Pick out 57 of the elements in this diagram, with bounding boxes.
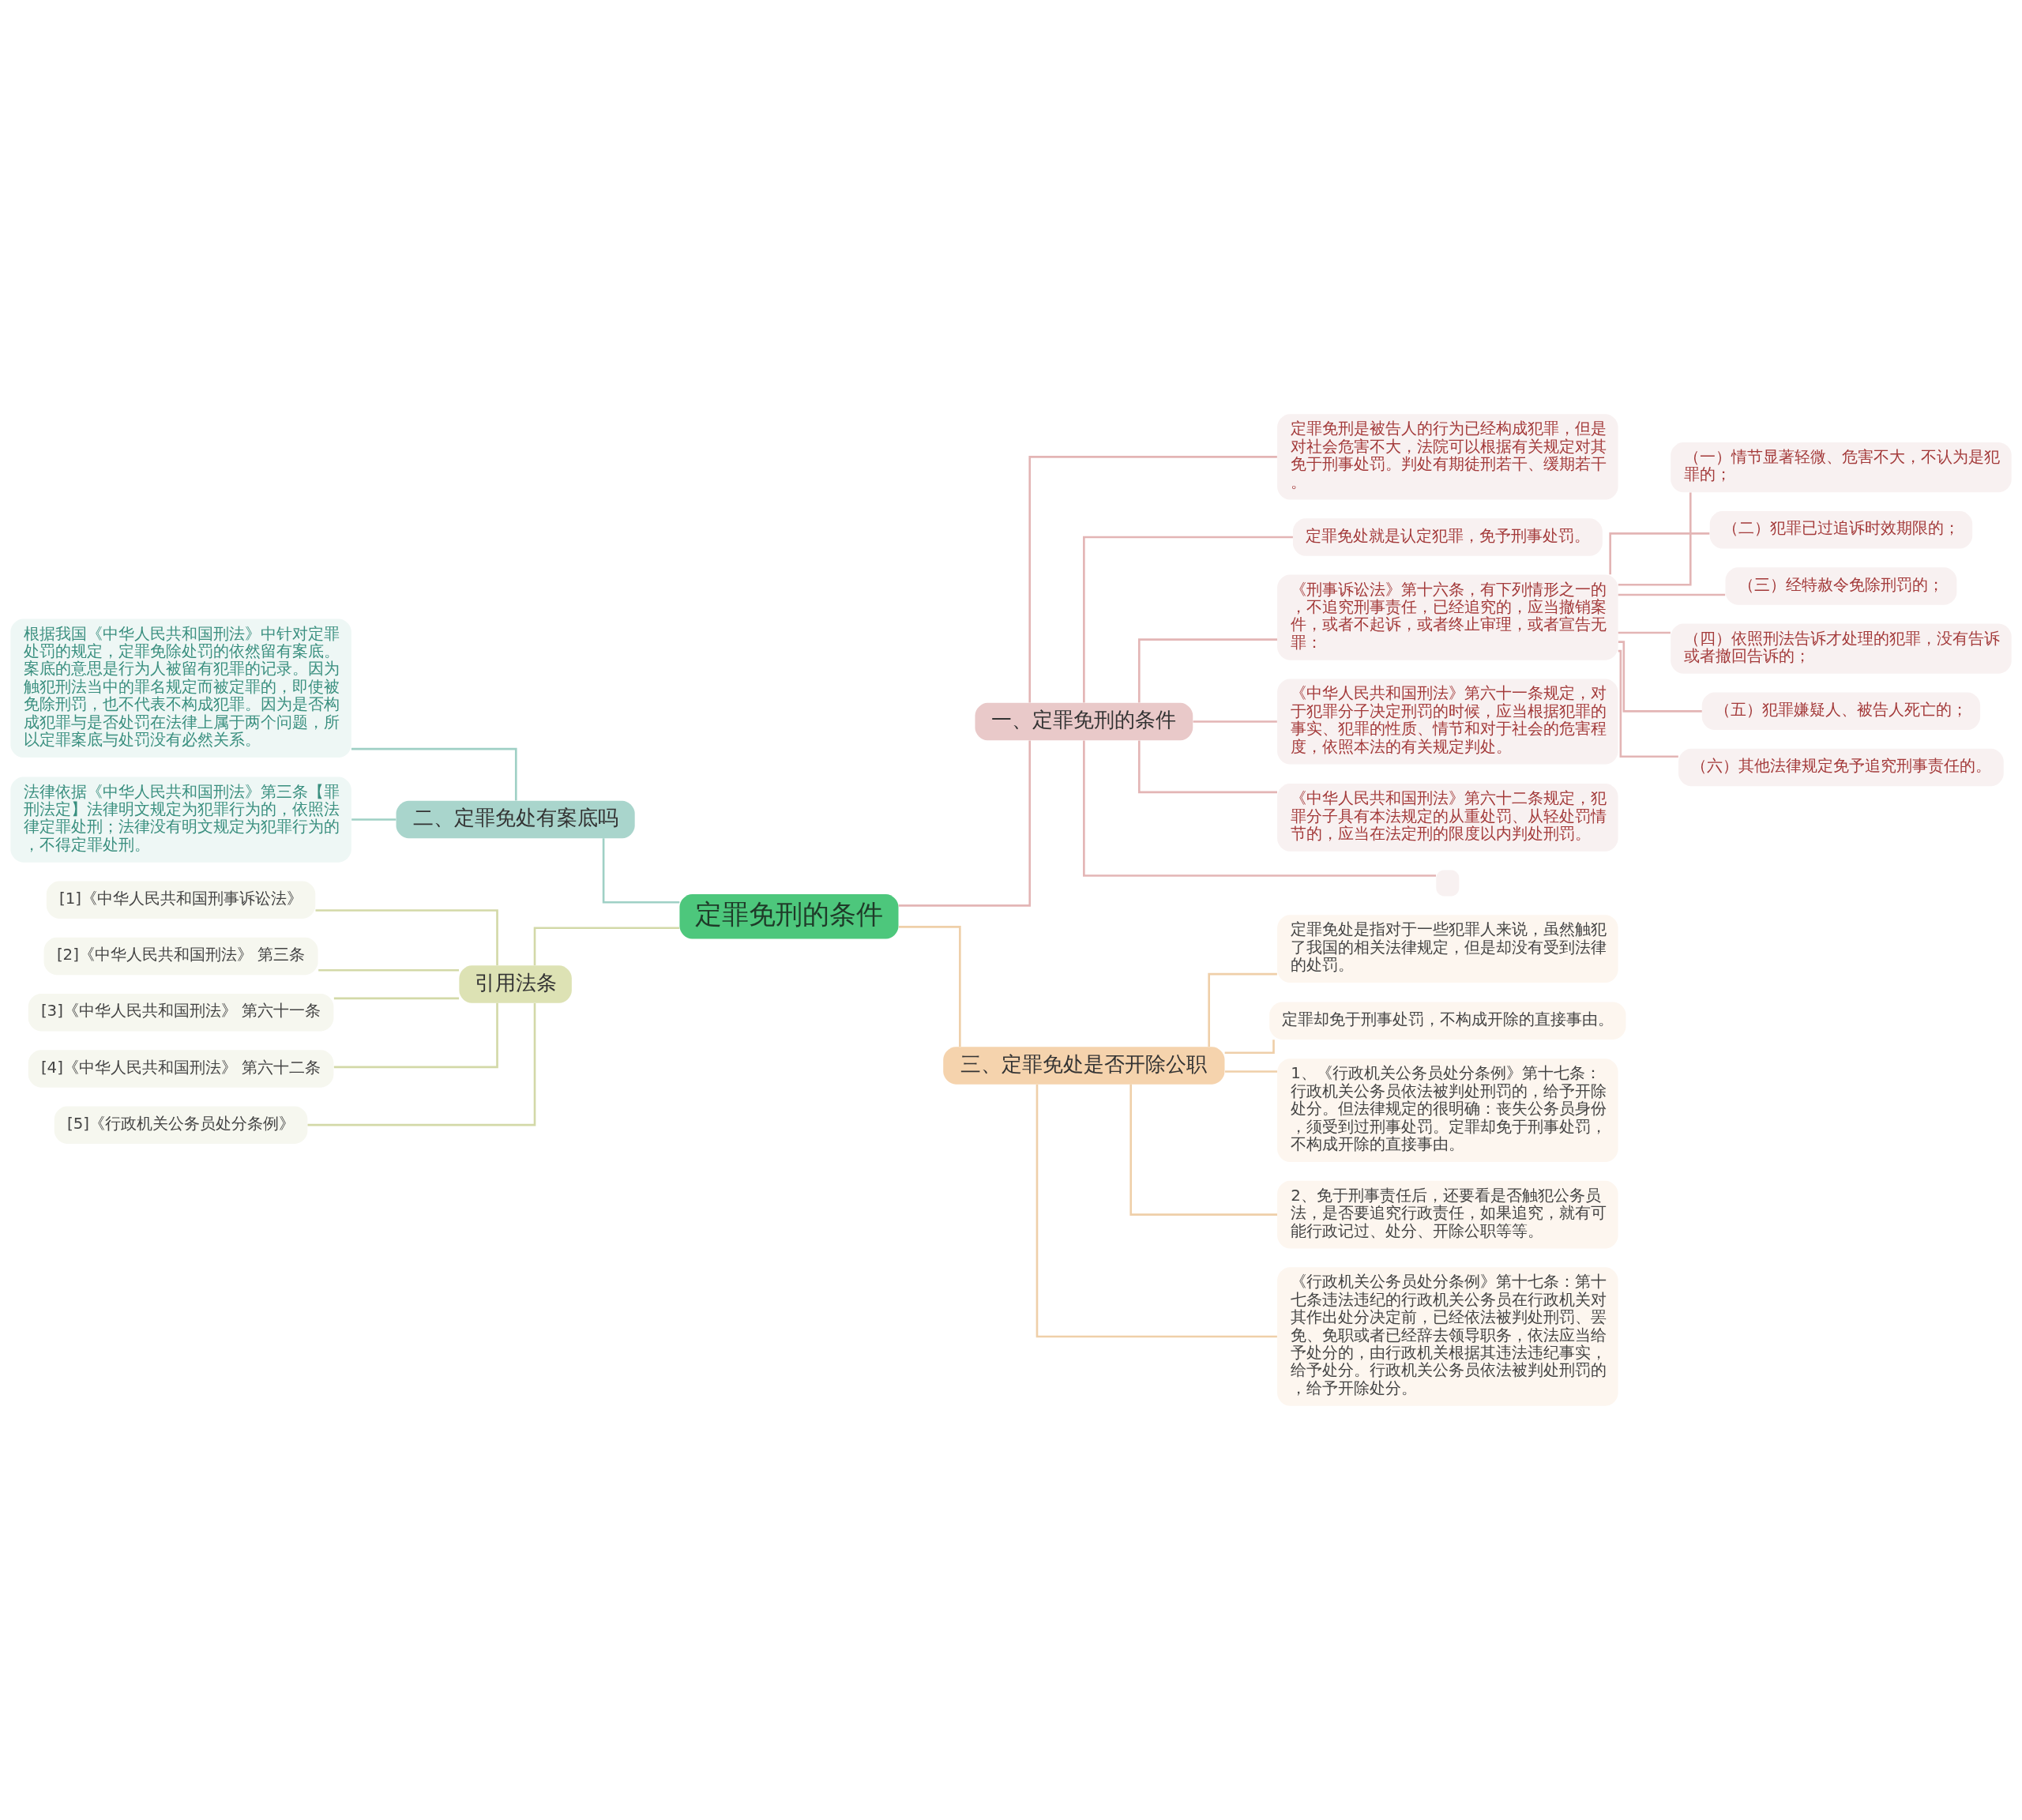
node-box: 定罪免刑是被告人的行为已经构成犯罪，但是对社会危害不大，法院可以根据有关规定对其免于刑事处罚。判处有期徒刑若干、缓期若干。 <box>1277 414 1618 500</box>
connector <box>898 740 1032 907</box>
connector <box>1609 532 1710 575</box>
node-box: 一、定罪免刑的条件 <box>975 702 1193 741</box>
node-box: [1]《中华人民共和国刑事诉讼法》 <box>46 881 316 919</box>
node-box: （一）情节显著轻微、危害不大，不认为是犯罪的； <box>1671 442 2012 493</box>
node-box: （四）依照刑法告诉才处理的犯罪，没有告诉或者撤回告诉的； <box>1671 623 2012 674</box>
node-box: 定罪免处是指对于一些犯罪人来说，虽然触犯了我国的相关法律规定，但是却没有受到法律的处罚。 <box>1277 915 1618 983</box>
connector <box>1035 1085 1277 1338</box>
connector <box>1224 1040 1275 1055</box>
connector <box>1618 593 1726 596</box>
connector <box>1028 456 1277 703</box>
node-box: 《行政机关公务员处分条例》第十七条：第十七条违法违纪的行政机关公务员在行政机关对其作出处分决定前，已经依法被判处刑罚、罢免、免职或者已经辞去领导职务，依法应当给予处分的，由行政机关根据其违法违纪事实，给予处分。行政机关公务员依法被判处刑罚的，给予开除处分。 <box>1277 1267 1618 1406</box>
connector <box>1225 1070 1277 1073</box>
node-box <box>1436 870 1460 897</box>
connector <box>1193 720 1277 723</box>
connector <box>1137 740 1277 794</box>
connector <box>318 968 459 972</box>
node-box: 二、定罪免处有案底吗 <box>396 800 635 839</box>
node-box: 引用法条 <box>459 965 572 1003</box>
connector <box>1083 740 1437 877</box>
connector <box>1618 641 1702 713</box>
node-box: [2]《中华人民共和国刑法》 第三条 <box>43 937 318 976</box>
node-box: 1、《行政机关公务员处分条例》第十七条：行政机关公务员依法被判处刑罚的，给予开除处分。但法律规定的很明确：丧失公务员身份，须受到过刑事处罚。定罪却免于刑事处罚，不构成开除的直接事由。 <box>1277 1059 1618 1162</box>
connector <box>1618 631 1671 634</box>
connector <box>1137 638 1277 703</box>
connector <box>1618 649 1678 758</box>
connector <box>1129 1084 1277 1216</box>
node-box: 定罪却免于刑事处罚，不构成开除的直接事由。 <box>1269 1002 1626 1040</box>
node-box: 《中华人民共和国刑法》第六十一条规定，对于犯罪分子决定刑罚的时候，应当根据犯罪的事实、犯罪的性质、情节和对于社会的危害程度，依照本法的有关规定判处。 <box>1277 679 1618 765</box>
connector <box>333 1002 498 1069</box>
connector <box>1083 536 1293 703</box>
connector <box>307 1003 536 1126</box>
connector <box>898 926 961 1047</box>
connector <box>602 838 680 904</box>
node-box: （六）其他法律规定免予追究刑事责任的。 <box>1678 748 2004 787</box>
node-box: 定罪免刑的条件 <box>679 893 899 939</box>
connector <box>351 818 397 821</box>
connector <box>333 997 460 1000</box>
node-box: （二）犯罪已过追诉时效期限的； <box>1709 511 1973 549</box>
node-box: 《刑事诉讼法》第十六条，有下列情形之一的，不追究刑事责任，已经追究的，应当撤销案件，或者不起诉，或者终止审理，或者宣告无罪： <box>1277 574 1618 660</box>
node-box: [5]《行政机关公务员处分条例》 <box>54 1106 308 1144</box>
node-box: [4]《中华人民共和国刑法》 第六十二条 <box>28 1050 334 1088</box>
node-box: 三、定罪免处是否开除公职 <box>943 1047 1225 1085</box>
node-box: 定罪免处就是认定犯罪，免予刑事处罚。 <box>1292 518 1603 556</box>
node-box: （五）犯罪嫌疑人、被告人死亡的； <box>1701 692 1981 731</box>
node-box: 2、免于刑事责任后，还要看是否触犯公务员法，是否要追究行政责任，如果追究，就有可能行政记过、处分、开除公职等等。 <box>1277 1180 1618 1249</box>
connector <box>315 909 498 965</box>
connector <box>1208 972 1277 1047</box>
node-box: （三）经特赦令免除刑罚的； <box>1725 567 1957 605</box>
connector <box>351 747 517 801</box>
node-box: 《中华人民共和国刑法》第六十二条规定，犯罪分子具有本法规定的从重处罚、从轻处罚情节的，应当在法定刑的限度以内判处刑罚。 <box>1277 784 1618 852</box>
connector <box>1618 492 1692 586</box>
node-box: [3]《中华人民共和国刑法》 第六十一条 <box>28 993 334 1032</box>
connector <box>533 927 680 965</box>
node-box: 根据我国《中华人民共和国刑法》中针对定罪处罚的规定，定罪免除处罚的依然留有案底。案底的意思是行为人被留有犯罪的记录。因为触犯刑法当中的罪名规定而被定罪的，即使被免除刑罚，也不代表不构成犯罪。因为是否构成犯罪与是否处罚在法律上属于两个问题，所以定罪案底与处罚没有必然关系。 <box>10 619 351 758</box>
node-box: 法律依据《中华人民共和国刑法》第三条【罪刑法定】法律明文规定为犯罪行为的，依照法律定罪处刑；法律没有明文规定为犯罪行为的，不得定罪处刑。 <box>10 777 351 863</box>
